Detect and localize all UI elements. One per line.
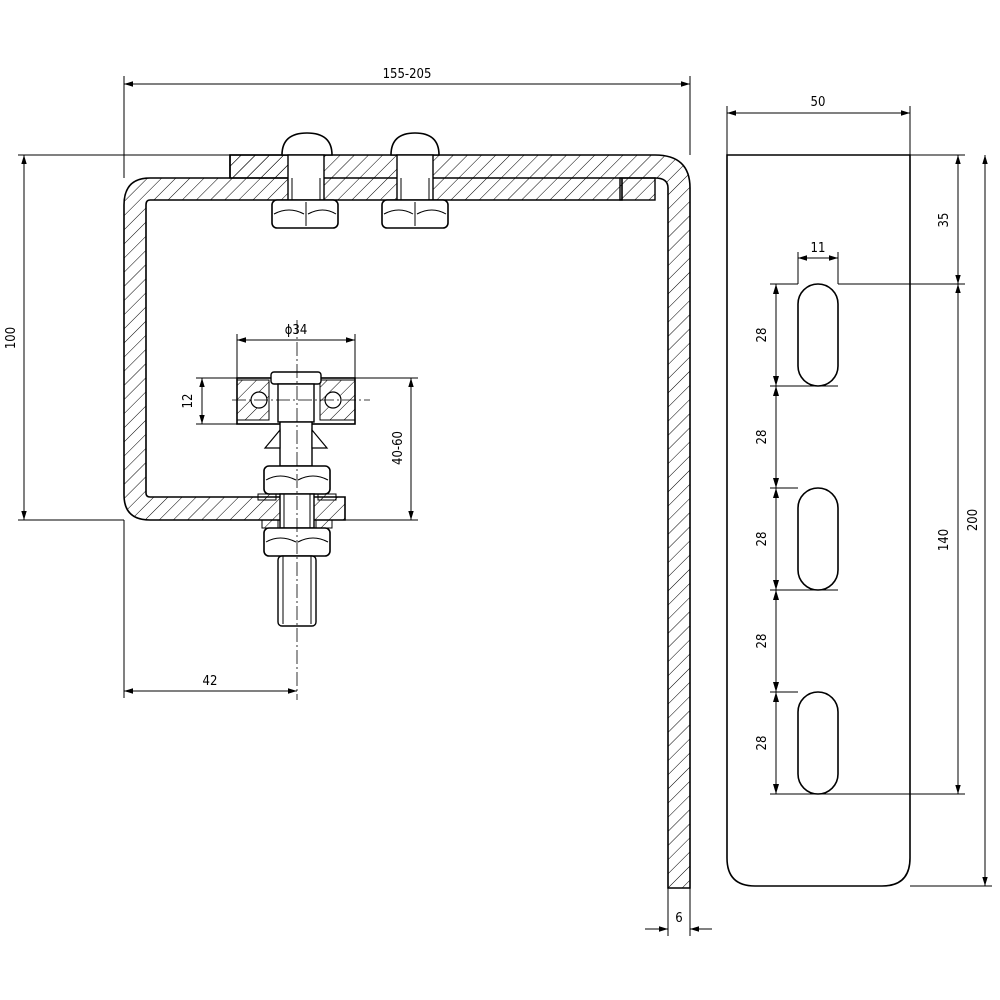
front-plate bbox=[726, 154, 911, 887]
dim-slot-width-label: 11 bbox=[811, 241, 826, 256]
dim-plate-width: 50 bbox=[726, 95, 911, 155]
dim-total-height-label: 200 bbox=[966, 509, 981, 531]
dim-slot-width: 11 bbox=[797, 241, 839, 284]
dim-slot-length-1: 28 bbox=[755, 328, 770, 343]
dim-slot-chain: 28 28 28 28 28 bbox=[755, 283, 838, 795]
dim-total-width: 155-205 bbox=[123, 67, 691, 178]
slot-2 bbox=[797, 487, 839, 591]
dim-top-offset-label: 35 bbox=[937, 213, 952, 228]
dim-adjust-range: 40-60 bbox=[345, 377, 418, 521]
dim-height-left: 100 bbox=[4, 154, 230, 521]
dim-roller-diameter-label: ϕ34 bbox=[285, 323, 308, 338]
top-bolt-left bbox=[271, 132, 339, 229]
dim-axle-offset-label: 42 bbox=[203, 674, 218, 689]
dim-slot-span-label: 140 bbox=[937, 529, 952, 551]
dim-height-left-label: 100 bbox=[4, 327, 19, 349]
slot-3 bbox=[797, 691, 839, 795]
dim-plate-width-label: 50 bbox=[811, 95, 826, 110]
top-plate bbox=[229, 154, 291, 179]
dim-slot-length-2: 28 bbox=[755, 532, 770, 547]
bracket-profile bbox=[123, 154, 691, 889]
dim-slot-length-3: 28 bbox=[755, 736, 770, 751]
dim-plate-thickness: 6 bbox=[645, 888, 712, 936]
dim-plate-thickness-label: 6 bbox=[675, 911, 682, 926]
dim-roller-thickness-label: 12 bbox=[181, 394, 196, 409]
dim-axle-offset: 42 bbox=[123, 520, 297, 698]
dim-roller-diameter: ϕ34 bbox=[236, 323, 356, 378]
dim-right-chain: 35 140 200 bbox=[838, 154, 992, 887]
slot-1 bbox=[797, 283, 839, 387]
top-bolt-right bbox=[381, 132, 449, 229]
dim-slot-gap-1: 28 bbox=[755, 430, 770, 445]
dim-adjust-range-label: 40-60 bbox=[391, 431, 406, 465]
dim-roller-thickness: 12 bbox=[181, 377, 237, 425]
dim-total-width-label: 155-205 bbox=[383, 67, 432, 82]
dim-slot-gap-2: 28 bbox=[755, 634, 770, 649]
top-flange bbox=[123, 154, 691, 889]
